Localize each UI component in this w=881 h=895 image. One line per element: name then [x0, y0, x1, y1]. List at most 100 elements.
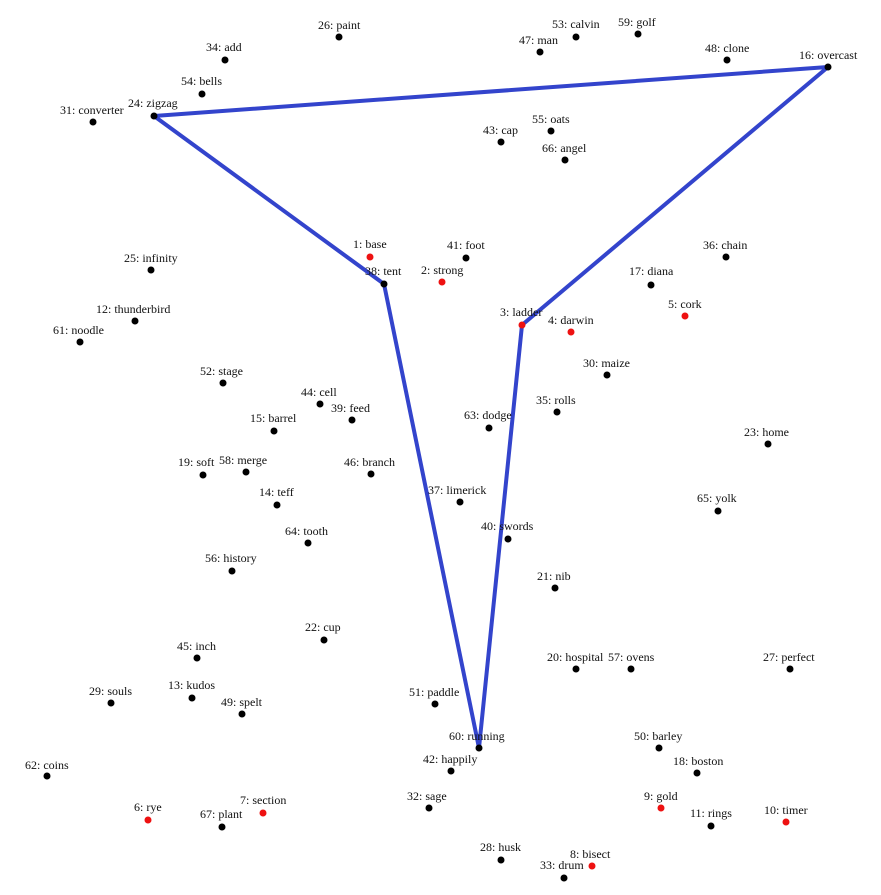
point-dot	[572, 665, 580, 673]
point-28: 28: husk	[480, 840, 521, 864]
point-52: 52: stage	[200, 364, 243, 387]
point-17: 17: diana	[629, 264, 674, 289]
point-4: 4: darwin	[548, 313, 594, 336]
point-58: 58: merge	[219, 453, 267, 476]
point-label: 47: man	[519, 33, 558, 47]
point-label: 54: bells	[181, 74, 222, 88]
point-33: 33: drum	[540, 858, 584, 882]
point-dot	[273, 501, 281, 509]
point-dot	[786, 665, 794, 673]
point-dot	[824, 63, 832, 71]
point-dot	[199, 471, 207, 479]
point-dot	[655, 744, 663, 752]
point-dot	[188, 694, 196, 702]
point-14: 14: teff	[259, 485, 294, 509]
point-label: 14: teff	[259, 485, 294, 499]
point-dot	[316, 400, 324, 408]
point-label: 34: add	[206, 40, 242, 54]
point-38: 38: tent	[365, 264, 402, 288]
point-43: 43: cap	[483, 123, 518, 146]
point-dot	[462, 254, 470, 262]
point-label: 39: feed	[331, 401, 370, 415]
point-dot	[219, 379, 227, 387]
point-label: 49: spelt	[221, 695, 263, 709]
point-label: 3: ladder	[500, 305, 542, 319]
point-dot	[553, 408, 561, 416]
point-dot	[588, 862, 596, 870]
connection-path	[152, 65, 830, 750]
point-label: 55: oats	[532, 112, 570, 126]
point-1: 1: base	[353, 237, 387, 261]
point-label: 19: soft	[178, 455, 215, 469]
point-12: 12: thunderbird	[96, 302, 170, 325]
point-label: 2: strong	[421, 263, 463, 277]
point-dot	[380, 280, 388, 288]
point-dot	[497, 138, 505, 146]
point-63: 63: dodge	[464, 408, 512, 432]
point-32: 32: sage	[407, 789, 447, 812]
point-label: 8: bisect	[570, 847, 611, 861]
point-54: 54: bells	[181, 74, 222, 98]
point-dot	[366, 253, 374, 261]
point-7: 7: section	[240, 793, 286, 817]
point-label: 12: thunderbird	[96, 302, 170, 316]
point-dot	[551, 584, 559, 592]
point-label: 56: history	[205, 551, 257, 565]
point-51: 51: paddle	[409, 685, 459, 708]
point-40: 40: swords	[481, 519, 534, 543]
point-31: 31: converter	[60, 103, 124, 126]
point-label: 18: boston	[673, 754, 723, 768]
point-dot	[681, 312, 689, 320]
point-23: 23: home	[744, 425, 789, 448]
point-dot	[722, 253, 730, 261]
point-26: 26: paint	[318, 18, 361, 41]
point-dot	[647, 281, 655, 289]
point-15: 15: barrel	[250, 411, 297, 435]
point-label: 31: converter	[60, 103, 124, 117]
point-dot	[76, 338, 84, 346]
point-56: 56: history	[205, 551, 257, 575]
point-46: 46: branch	[344, 455, 395, 478]
point-dot	[43, 772, 51, 780]
point-dot	[572, 33, 580, 41]
point-dot	[367, 470, 375, 478]
point-label: 28: husk	[480, 840, 521, 854]
point-11: 11: rings	[690, 806, 732, 830]
point-dot	[89, 118, 97, 126]
point-dot	[693, 769, 701, 777]
point-label: 65: yolk	[697, 491, 737, 505]
point-13: 13: kudos	[168, 678, 215, 702]
path-polyline	[152, 65, 830, 750]
point-8: 8: bisect	[570, 847, 611, 870]
point-dot	[228, 567, 236, 575]
point-3: 3: ladder	[500, 305, 542, 329]
point-label: 4: darwin	[548, 313, 594, 327]
point-label: 36: chain	[703, 238, 747, 252]
point-24: 24: zigzag	[128, 96, 178, 120]
point-dot	[657, 804, 665, 812]
point-dot	[707, 822, 715, 830]
point-label: 41: foot	[447, 238, 485, 252]
point-label: 37: limerick	[428, 483, 486, 497]
point-45: 45: inch	[177, 639, 216, 662]
point-label: 42: happily	[423, 752, 477, 766]
point-label: 48: clone	[705, 41, 749, 55]
point-label: 16: overcast	[799, 48, 858, 62]
point-label: 27: perfect	[763, 650, 815, 664]
point-34: 34: add	[206, 40, 242, 64]
point-label: 58: merge	[219, 453, 267, 467]
point-label: 51: paddle	[409, 685, 459, 699]
point-dot	[144, 816, 152, 824]
point-dot	[438, 278, 446, 286]
point-dot	[447, 767, 455, 775]
point-label: 15: barrel	[250, 411, 297, 425]
point-dot	[348, 416, 356, 424]
point-18: 18: boston	[673, 754, 723, 777]
point-50: 50: barley	[634, 729, 682, 752]
point-dot	[456, 498, 464, 506]
point-48: 48: clone	[705, 41, 749, 64]
point-35: 35: rolls	[536, 393, 576, 416]
point-dot	[198, 90, 206, 98]
point-dot	[723, 56, 731, 64]
